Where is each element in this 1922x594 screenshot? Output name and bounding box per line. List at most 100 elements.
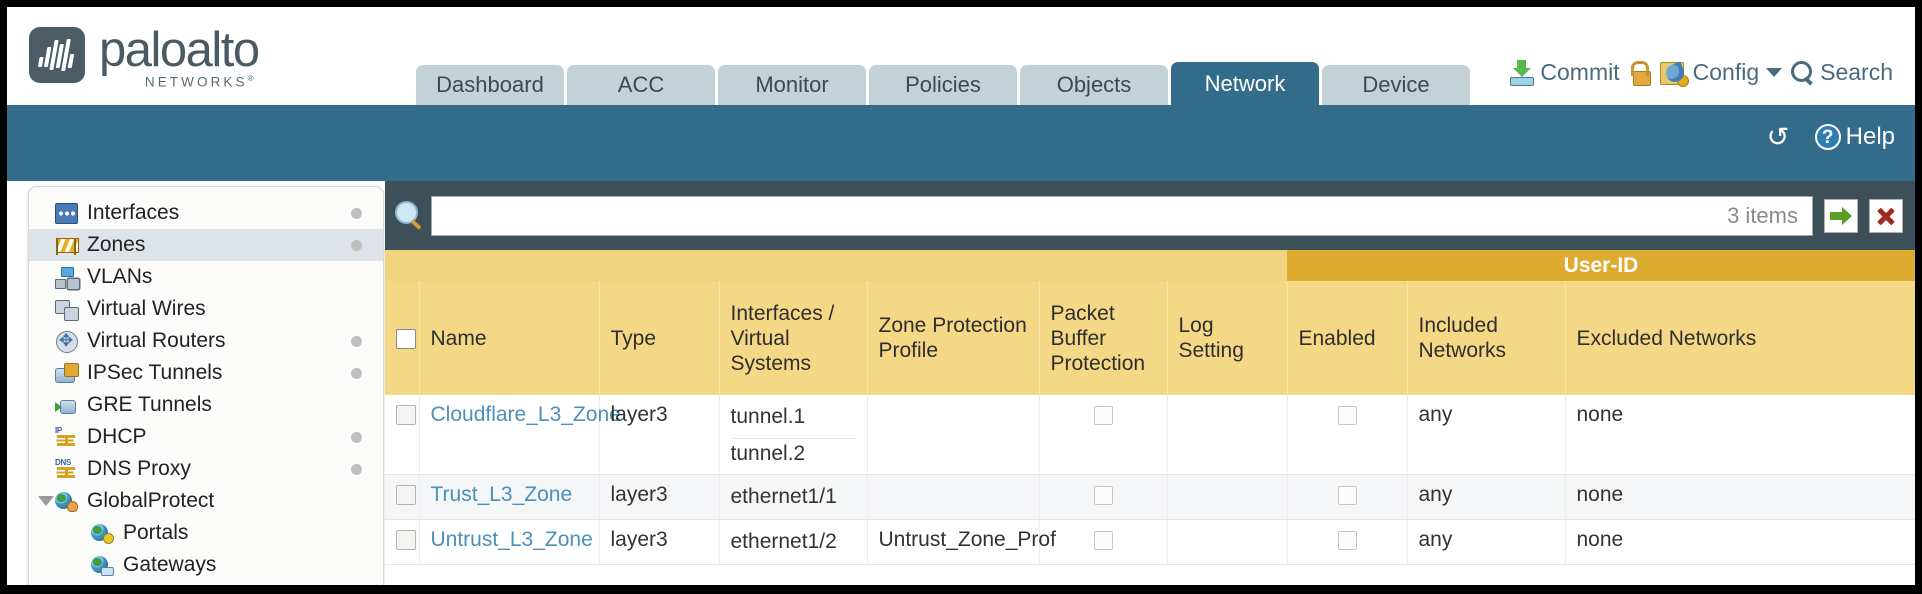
logo-bar: paloalto NETWORKS® Dashboard ACC Monitor…: [7, 7, 1915, 105]
col-header-packet-buffer-protection[interactable]: Packet Buffer Protection: [1039, 281, 1168, 395]
zones-table: User-ID Name Type Interfaces / Virtual S…: [385, 250, 1915, 565]
cell-name[interactable]: Untrust_L3_Zone: [419, 519, 600, 565]
clear-filter-button[interactable]: [1869, 198, 1903, 233]
sidebar-item-vlans[interactable]: VLANs: [29, 261, 383, 293]
zones-table-body: Cloudflare_L3_Zone layer3 tunnel.1 tunne…: [385, 395, 1915, 565]
sidebar-item-portals[interactable]: Portals: [29, 517, 383, 549]
select-all-header[interactable]: [385, 281, 420, 395]
tab-policies[interactable]: Policies: [869, 65, 1017, 105]
select-all-checkbox[interactable]: [396, 328, 416, 349]
row-select-cell[interactable]: [385, 519, 420, 565]
paloalto-logo[interactable]: paloalto NETWORKS®: [29, 23, 260, 90]
tab-network[interactable]: Network: [1171, 62, 1319, 105]
cell-userid-enabled[interactable]: [1287, 519, 1408, 565]
lock-icon: [1629, 60, 1651, 86]
help-question-icon: ?: [1814, 124, 1841, 150]
row-checkbox[interactable]: [396, 530, 416, 551]
cell-userid-enabled[interactable]: [1287, 395, 1408, 475]
zone-name-link[interactable]: Untrust_L3_Zone: [430, 528, 593, 551]
logo-text: paloalto NETWORKS®: [99, 23, 260, 90]
sidebar-item-gre-tunnels[interactable]: GRE Tunnels: [29, 389, 383, 421]
sidebar-item-dhcp[interactable]: DHCP: [29, 421, 383, 453]
tab-acc[interactable]: ACC: [567, 65, 715, 105]
cell-excluded-networks: none: [1565, 395, 1915, 475]
cell-userid-enabled[interactable]: [1287, 474, 1408, 520]
commit-button[interactable]: Commit: [1509, 59, 1620, 86]
cell-packet-buffer-protection[interactable]: [1039, 395, 1168, 475]
sidebar-item-gateways[interactable]: Gateways: [29, 549, 383, 581]
sidebar-item-globalprotect[interactable]: GlobalProtect: [29, 485, 383, 517]
table-row[interactable]: Untrust_L3_Zone layer3 ethernet1/2 Untru…: [385, 519, 1915, 565]
cell-interfaces: ethernet1/1: [719, 474, 868, 520]
row-checkbox[interactable]: [396, 485, 416, 506]
global-search-button[interactable]: Search: [1791, 59, 1893, 86]
expander-triangle-icon[interactable]: [38, 496, 54, 506]
packet-buffer-protection-checkbox[interactable]: [1093, 405, 1113, 425]
tab-device[interactable]: Device: [1322, 65, 1470, 105]
filter-input[interactable]: 3 items: [431, 195, 1813, 236]
col-header-userid-enabled[interactable]: Enabled: [1287, 281, 1408, 395]
userid-enabled-checkbox[interactable]: [1337, 405, 1357, 425]
group-header-spacer: [385, 250, 1287, 281]
sidebar-item-interfaces[interactable]: Interfaces: [29, 197, 383, 229]
col-header-name[interactable]: Name: [419, 281, 600, 395]
tab-dashboard[interactable]: Dashboard: [416, 65, 564, 105]
clear-x-icon: [1876, 206, 1896, 226]
sidebar-item-virtual-routers[interactable]: Virtual Routers: [29, 325, 383, 357]
sidebar-item-virtual-wires[interactable]: Virtual Wires: [29, 293, 383, 325]
sidebar-item-ipsec-tunnels[interactable]: IPSec Tunnels: [29, 357, 383, 389]
tab-objects[interactable]: Objects: [1020, 65, 1168, 105]
col-header-included-networks[interactable]: Included Networks: [1407, 281, 1566, 395]
table-row[interactable]: Cloudflare_L3_Zone layer3 tunnel.1 tunne…: [385, 395, 1915, 475]
row-select-cell[interactable]: [385, 395, 420, 475]
search-icon: [1791, 60, 1815, 85]
sidebar-item-label: Portals: [123, 521, 189, 544]
sidebar-item-label: Interfaces: [87, 201, 180, 224]
commit-icon: [1509, 59, 1535, 86]
sidebar-item-dns-proxy[interactable]: DNS Proxy: [29, 453, 383, 485]
filter-search-icon: [395, 200, 425, 231]
cell-included-networks: any: [1407, 474, 1566, 520]
registered-mark: ®: [247, 74, 257, 83]
gre-tunnels-icon: [55, 395, 78, 416]
interface-entry: ethernet1/1: [730, 485, 837, 508]
commit-label: Commit: [1540, 59, 1620, 85]
tab-monitor[interactable]: Monitor: [718, 65, 866, 105]
row-select-cell[interactable]: [385, 474, 420, 520]
zone-name-link[interactable]: Cloudflare_L3_Zone: [430, 403, 621, 426]
config-menu-button[interactable]: Config: [1659, 59, 1783, 87]
col-header-zone-protection-profile[interactable]: Zone Protection Profile: [867, 281, 1040, 395]
refresh-icon[interactable]: ↺: [1766, 122, 1790, 152]
sidebar-item-label: VLANs: [87, 265, 153, 288]
chevron-down-icon: [1766, 68, 1783, 77]
sidebar-item-label: IPSec Tunnels: [87, 361, 223, 384]
col-header-log-setting[interactable]: Log Setting: [1167, 281, 1288, 395]
brand-name: paloalto: [99, 23, 260, 77]
apply-filter-button[interactable]: [1824, 198, 1858, 233]
cell-packet-buffer-protection[interactable]: [1039, 519, 1168, 565]
cell-name[interactable]: Trust_L3_Zone: [419, 474, 600, 520]
group-header-userid: User-ID: [1287, 250, 1915, 281]
col-header-type[interactable]: Type: [599, 281, 720, 395]
col-header-excluded-networks[interactable]: Excluded Networks: [1565, 281, 1915, 395]
help-button[interactable]: ? Help: [1814, 123, 1895, 151]
cell-interfaces: ethernet1/2: [719, 519, 868, 565]
table-row[interactable]: Trust_L3_Zone layer3 ethernet1/1: [385, 474, 1915, 520]
sidebar-item-label: DNS Proxy: [87, 457, 191, 480]
cell-name[interactable]: Cloudflare_L3_Zone: [419, 395, 621, 475]
packet-buffer-protection-checkbox[interactable]: [1093, 485, 1113, 505]
cell-excluded-networks: none: [1565, 519, 1915, 565]
cell-type: layer3: [599, 519, 720, 565]
row-checkbox[interactable]: [396, 405, 416, 426]
cell-packet-buffer-protection[interactable]: [1039, 474, 1168, 520]
cell-excluded-networks: none: [1565, 474, 1915, 520]
zone-name-link[interactable]: Trust_L3_Zone: [430, 483, 573, 506]
packet-buffer-protection-checkbox[interactable]: [1093, 530, 1113, 550]
col-header-interfaces-vsys[interactable]: Interfaces / Virtual Systems: [719, 281, 868, 395]
config-lock-button[interactable]: [1629, 60, 1651, 86]
virtual-routers-icon: [55, 330, 78, 353]
userid-enabled-checkbox[interactable]: [1337, 485, 1357, 505]
sidebar-item-zones[interactable]: Zones: [29, 229, 383, 261]
userid-enabled-checkbox[interactable]: [1337, 530, 1357, 550]
